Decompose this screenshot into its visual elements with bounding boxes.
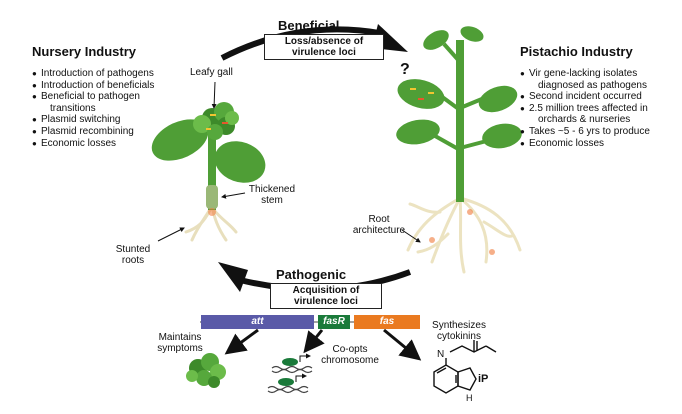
root-architecture-label: Root architecture — [352, 214, 406, 236]
pathogenic-box-text: Acquisition of virulence loci — [292, 285, 360, 307]
nursery-item: Beneficial to pathogen — [32, 91, 154, 103]
pistachio-item: Takes ~5 - 6 yrs to produce — [520, 126, 650, 138]
stunted-roots-label: Stunted roots — [115, 244, 151, 266]
nh-label: N — [437, 349, 445, 360]
ip-label: iP — [478, 373, 489, 385]
beneficial-box: Loss/absence of virulence loci — [264, 34, 384, 60]
pistachio-item: Second incident occurred — [520, 91, 650, 103]
gene-effect-arrows — [224, 328, 422, 361]
beneficial-title: Beneficial — [278, 18, 340, 33]
pistachio-list: Vir gene-lacking isolates diagnosed as p… — [520, 68, 650, 149]
nursery-list: Introduction of pathogens Introduction o… — [32, 68, 154, 149]
thickened-stem-label: Thickened stem — [248, 184, 296, 206]
nursery-title: Nursery Industry — [32, 44, 137, 59]
leafy-gall-label: Leafy gall — [190, 67, 233, 78]
gall-icon — [186, 353, 226, 388]
nursery-item: Introduction of beneficials — [32, 80, 154, 92]
nursery-item: Introduction of pathogens — [32, 68, 154, 80]
nursery-item-cont: transitions — [50, 102, 96, 114]
pistachio-item: Vir gene-lacking isolates — [520, 68, 650, 80]
gene-fas: fas — [354, 315, 420, 329]
gene-fasR: fasR — [318, 315, 350, 329]
coopts-chromosome-label: Co-opts chromosome — [321, 344, 379, 366]
pistachio-item: 2.5 million trees affected in — [520, 103, 650, 115]
pistachio-item-cont: orchards & nurseries — [538, 114, 631, 126]
beneficial-box-text: Loss/absence of virulence loci — [284, 36, 364, 58]
pathogenic-title: Pathogenic — [276, 267, 347, 282]
synthesizes-cytokinins-label: Synthesizes cytokinins — [432, 320, 486, 342]
pathogenic-box: Acquisition of virulence loci — [270, 283, 382, 309]
ip-molecule — [433, 340, 497, 394]
pointer-lines — [157, 81, 421, 243]
pistachio-plant — [396, 26, 522, 274]
h-label: H — [466, 393, 473, 403]
nursery-item: Plasmid recombining — [32, 126, 154, 138]
pistachio-item: Economic losses — [520, 138, 650, 150]
nursery-item: Plasmid switching — [32, 114, 154, 126]
galled-plant — [151, 102, 266, 242]
gene-att: att — [201, 315, 314, 329]
chromosome-icon — [267, 353, 313, 394]
pistachio-item-cont: diagnosed as pathogens — [538, 79, 647, 91]
maintains-symptoms-label: Maintains symptoms — [157, 332, 203, 354]
nursery-item: Economic losses — [32, 138, 154, 150]
pistachio-title: Pistachio Industry — [520, 44, 633, 59]
question-mark: ? — [400, 61, 410, 78]
